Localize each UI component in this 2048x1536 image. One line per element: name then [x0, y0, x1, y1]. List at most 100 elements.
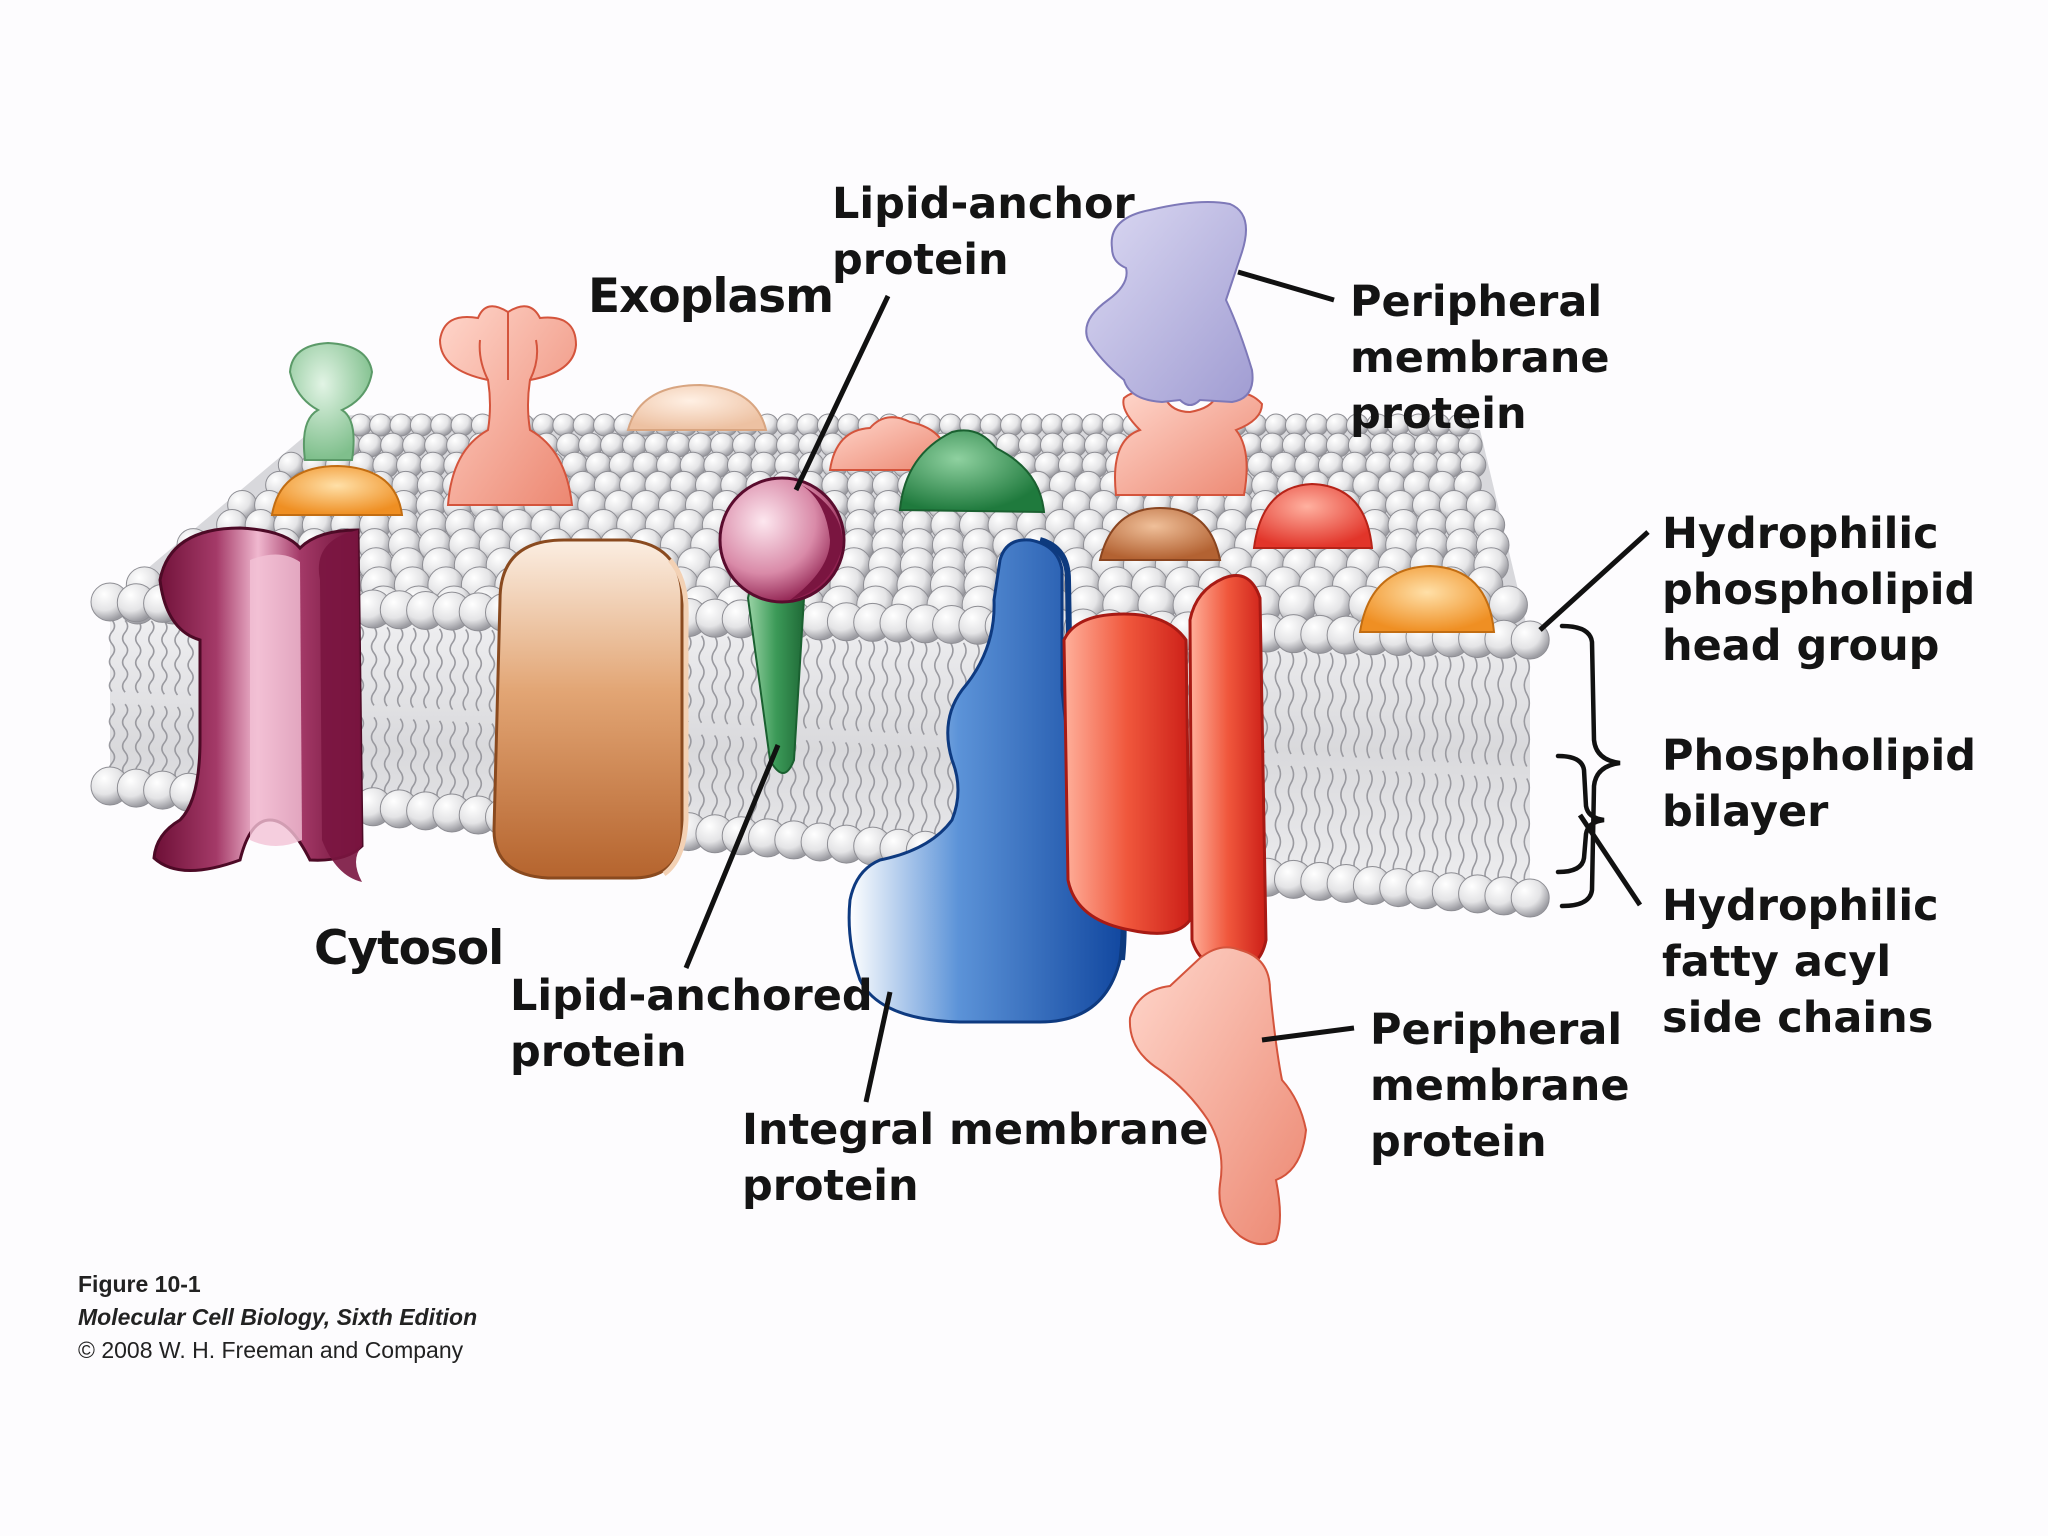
fatty-acyl-tail	[1458, 655, 1465, 764]
fatty-acyl-tail	[410, 718, 417, 800]
fatty-acyl-tail	[396, 627, 404, 708]
label-fatty-acyl-3: side chains	[1662, 993, 1933, 1043]
fatty-acyl-tail	[894, 744, 902, 838]
fatty-acyl-tail	[842, 639, 849, 731]
fatty-acyl-tail	[1431, 655, 1439, 763]
brown-dome-protein	[1098, 506, 1222, 561]
peripheral-protein-bottom	[1128, 946, 1308, 1246]
phospholipid-head	[1020, 413, 1044, 437]
label-peripheral-bottom-1: Peripheral	[1370, 1005, 1622, 1055]
fatty-acyl-tail	[803, 638, 810, 729]
caption-figure-number: Figure 10-1	[78, 1271, 201, 1297]
fatty-acyl-tail	[108, 619, 116, 693]
fatty-acyl-tail	[1353, 769, 1360, 874]
fatty-acyl-tail	[1405, 771, 1413, 879]
label-peripheral-bottom-3: protein	[1370, 1117, 1547, 1167]
tan-integral-protein	[492, 538, 689, 880]
peach-dome-protein	[626, 383, 768, 431]
fatty-acyl-tail	[829, 741, 836, 833]
phospholipid-head	[979, 413, 1003, 437]
phospholipid-head	[1488, 585, 1528, 625]
fatty-acyl-tail	[868, 639, 876, 733]
bilayer-braces	[1555, 623, 1621, 909]
label-hydrophilic-head-2: phospholipid	[1662, 565, 1975, 615]
fatty-acyl-tail	[108, 702, 116, 776]
fatty-acyl-tail	[462, 629, 469, 711]
fatty-acyl-tail	[134, 620, 142, 694]
fatty-acyl-tail	[1327, 652, 1334, 757]
labels: Exoplasm Cytosol Lipid-anchor protein Pe…	[314, 179, 1976, 1211]
fatty-acyl-tail	[1471, 656, 1478, 765]
fatty-acyl-tail	[161, 705, 168, 780]
fatty-acyl-tail	[868, 743, 876, 836]
mint-lollipop-protein	[288, 341, 374, 461]
fatty-acyl-tail	[396, 718, 404, 799]
fatty-acyl-tail	[488, 723, 496, 806]
fatty-acyl-tail	[1366, 769, 1373, 875]
label-hydrophilic-head-1: Hydrophilic	[1662, 509, 1939, 559]
phospholipid-head	[430, 413, 454, 437]
fatty-acyl-tail	[1287, 765, 1295, 869]
fatty-acyl-tail	[370, 716, 378, 797]
label-cytosol: Cytosol	[314, 921, 503, 976]
fatty-acyl-tail	[934, 746, 941, 841]
fatty-acyl-tail	[724, 735, 731, 825]
fatty-acyl-tail	[1274, 650, 1282, 754]
fatty-acyl-tail	[881, 640, 889, 733]
fatty-acyl-tail	[1405, 654, 1413, 761]
fatty-acyl-tail	[1523, 778, 1531, 888]
phospholipid-head	[1510, 878, 1550, 918]
fatty-acyl-tail	[1444, 655, 1452, 763]
caption-copyright: © 2008 W. H. Freeman and Company	[78, 1337, 464, 1363]
label-integral-1: Integral membrane	[742, 1105, 1209, 1155]
fatty-acyl-tail	[475, 722, 483, 805]
label-peripheral-bottom-2: membrane	[1370, 1061, 1630, 1111]
fatty-acyl-tail	[894, 640, 902, 734]
fatty-acyl-tail	[1444, 773, 1452, 882]
label-peripheral-top-2: membrane	[1350, 333, 1610, 383]
label-integral-2: protein	[742, 1161, 919, 1211]
label-fatty-acyl-1: Hydrophilic	[1662, 881, 1939, 931]
fatty-acyl-tail	[449, 721, 456, 803]
phospholipid-head	[1284, 413, 1308, 437]
fatty-acyl-tail	[1418, 654, 1426, 762]
fatty-acyl-tail	[1287, 651, 1295, 755]
label-bilayer-2: bilayer	[1662, 787, 1829, 837]
fatty-acyl-tail	[737, 736, 745, 826]
salmon-tulip-protein	[438, 305, 578, 506]
fatty-acyl-tail	[724, 636, 731, 725]
figure-caption: Figure 10-1 Molecular Cell Biology, Sixt…	[78, 1268, 477, 1367]
phospholipid-head	[450, 413, 474, 437]
fatty-acyl-tail	[1366, 653, 1373, 759]
red-dome-protein	[1252, 482, 1374, 549]
fatty-acyl-tail	[174, 621, 181, 696]
fatty-acyl-tail	[449, 628, 456, 711]
phospholipid-head	[796, 413, 820, 437]
fatty-acyl-tail	[1300, 651, 1308, 756]
fatty-acyl-tail	[907, 745, 915, 839]
fatty-acyl-tail	[816, 638, 823, 730]
fatty-acyl-tail	[1392, 654, 1400, 760]
fatty-acyl-tail	[121, 703, 129, 777]
phospholipid-head	[1101, 413, 1125, 437]
lipid-anchored-protein	[718, 476, 846, 774]
fatty-acyl-tail	[1313, 766, 1321, 871]
orange-dome-protein-right	[1358, 564, 1496, 633]
fatty-acyl-tail	[1313, 651, 1321, 756]
label-lipid-anchored-1: Lipid-anchored	[510, 971, 873, 1021]
fatty-acyl-tail	[711, 734, 718, 824]
fatty-acyl-tail	[1379, 770, 1386, 876]
fatty-acyl-tail	[1340, 652, 1347, 758]
fatty-acyl-tail	[1497, 656, 1504, 766]
fatty-acyl-tail	[148, 705, 155, 779]
fatty-acyl-tail	[816, 740, 823, 832]
label-lipid-anchor-protein-2: protein	[832, 235, 1009, 285]
fatty-acyl-tail	[920, 641, 928, 735]
fatty-acyl-tail	[383, 626, 391, 707]
fatty-acyl-tail	[1458, 774, 1465, 883]
label-lipid-anchored-2: protein	[510, 1027, 687, 1077]
orange-dome-protein-left	[270, 464, 404, 516]
phospholipid-head	[1264, 413, 1288, 437]
fatty-acyl-tail	[803, 739, 810, 831]
